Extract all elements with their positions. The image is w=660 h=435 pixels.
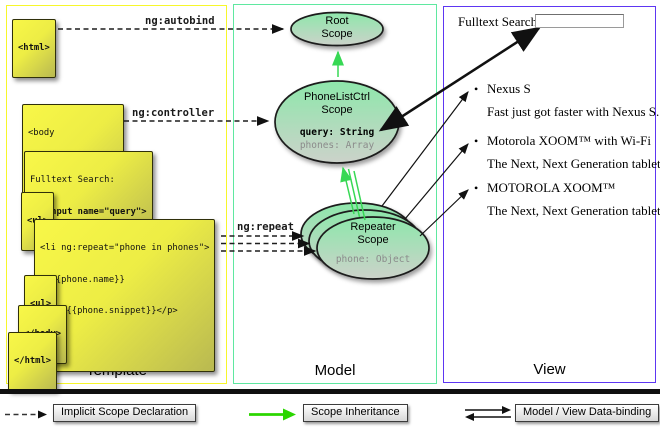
model-column: Model [233,4,437,384]
code-line: {{phone.name}} [40,274,125,285]
product-item-snippet: The Next, Next Generation tablet. [487,203,660,218]
bullet-icon: • [474,181,479,195]
ng-autobind-label: ng:autobind [145,15,215,27]
product-item-snippet: The Next, Next Generation tablet. [487,156,660,171]
view-column-label: View [533,361,566,378]
legend-implicit-scope-declaration: Implicit Scope Declaration [53,404,197,422]
code-line: Fulltext Search: [30,175,115,185]
code-line: </html> [14,356,52,366]
dashed-arrow-icon [5,410,47,419]
phonelistctrl-prop-query: query: String [299,127,375,138]
repeater-prop-phone: phone: Object [335,254,411,265]
product-item-name: •Motorola XOOM™ with Wi-Fi [474,133,652,148]
repeater-title-line1: Repeater [350,221,396,233]
phonelistctrl-title-line1: PhoneListCtrl [303,91,371,103]
root-scope-title-line2: Scope [321,28,353,40]
ng-repeat-label: ng:repeat [237,221,294,233]
root-scope-label: Root Scope [291,15,383,41]
phonelistctrl-title-line2: Scope [321,104,353,116]
code-line: <html> [18,43,50,53]
phonelistctrl-scope-label: PhoneListCtrl Scope [277,91,397,117]
phonelistctrl-prop-phones: phones: Array [299,140,375,151]
legend-scope-inheritance: Scope Inheritance [303,404,408,422]
repeater-title-line2: Scope [357,234,389,246]
code-line: <li ng:repeat="phone in phones"> [40,243,210,253]
green-arrow-icon [249,408,296,421]
code-line: <input name="query"> [30,206,147,217]
product-item-name: •MOTOROLA XOOM™ [474,180,616,195]
model-column-label: Model [314,362,356,379]
code-line: <body [28,128,55,138]
code-line: <p>{{phone.snippet}}</p> [40,306,178,316]
code-line: <ul> [30,299,52,309]
view-search-label: Fulltext Search: [458,14,541,29]
double-arrow-icon [465,406,511,421]
fulltext-search-input[interactable] [535,14,624,28]
bullet-icon: • [474,134,479,148]
product-item-snippet: Fast just got faster with Nexus S. [487,104,660,119]
root-scope-title-line1: Root [325,15,349,27]
html-open-tag-box: <html> [12,19,56,78]
bullet-icon: • [474,82,479,96]
legend-model-view-data-binding: Model / View Data-binding [515,404,660,422]
ng-controller-label: ng:controller [132,107,215,119]
html-close-tag-box: </html> [8,332,58,391]
legend-separator-line [0,389,660,394]
product-item-name: •Nexus S [474,81,531,96]
repeater-scope-label: Repeater Scope [315,221,431,247]
